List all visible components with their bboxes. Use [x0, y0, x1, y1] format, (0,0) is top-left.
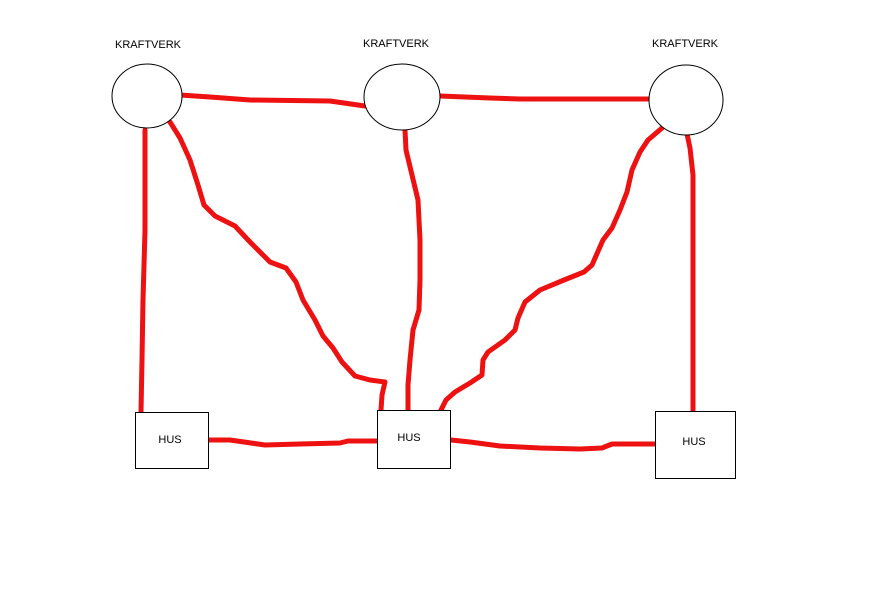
house-label: HUS — [682, 436, 705, 448]
power-plant-circle — [111, 63, 183, 129]
connection-p2-h2 — [402, 127, 423, 413]
power-plant-p1: KRAFTVERK — [111, 39, 183, 129]
house-h3: HUS — [655, 411, 736, 479]
connection-p3-h3 — [684, 131, 696, 413]
connection-h2-h3 — [448, 437, 658, 452]
power-plant-p2: KRAFTVERK — [363, 38, 441, 131]
power-plant-circle — [363, 63, 441, 131]
power-plant-circle — [648, 64, 724, 136]
house-label: HUS — [397, 432, 420, 444]
connection-p3-h2 — [438, 125, 665, 413]
house-h1: HUS — [135, 412, 209, 469]
connection-p1-p2 — [177, 92, 368, 109]
connection-h1-h2 — [205, 437, 381, 448]
house-h2: HUS — [377, 410, 451, 469]
house-box — [377, 410, 451, 469]
power-plant-label: KRAFTVERK — [363, 38, 430, 50]
house-box — [135, 412, 209, 469]
connection-p2-p3 — [437, 93, 651, 102]
connections — [138, 92, 696, 452]
house-box — [655, 411, 736, 479]
house-label: HUS — [158, 434, 181, 446]
connection-p1-h1 — [138, 127, 148, 415]
power-plant-p3: KRAFTVERK — [648, 38, 724, 136]
connection-p1-h2 — [167, 119, 388, 413]
power-plant-label: KRAFTVERK — [115, 39, 182, 51]
power-plant-label: KRAFTVERK — [652, 38, 719, 50]
